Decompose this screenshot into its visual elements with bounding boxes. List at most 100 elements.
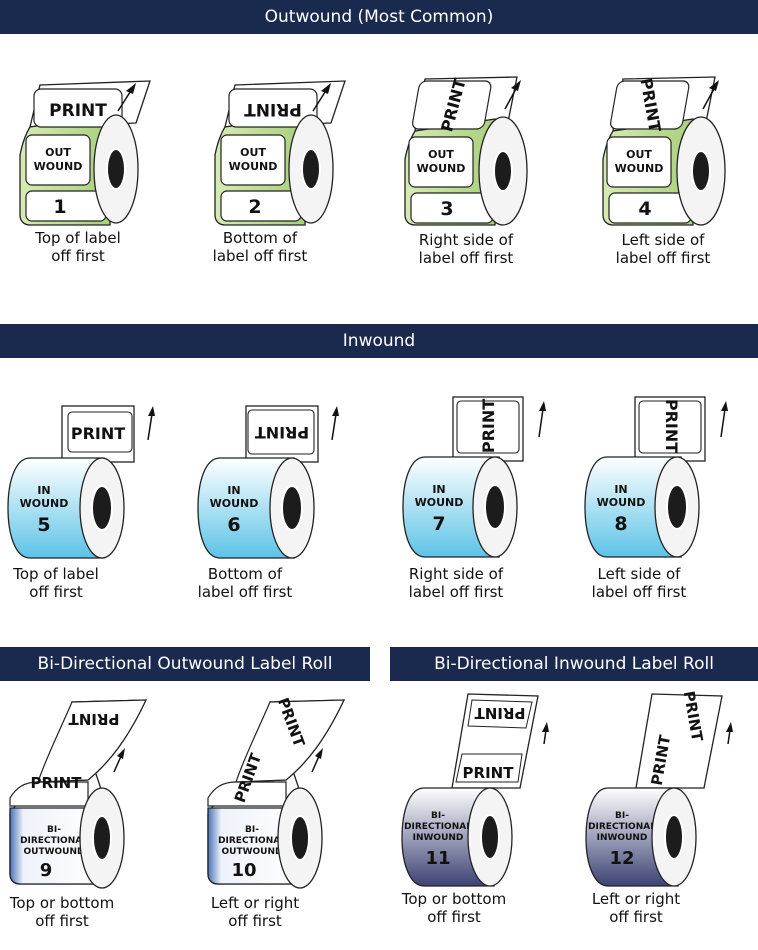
bidir-inwound-roll-12-illustration: PRINT PRINT BI- DIRECTIONAL INWOUND 12 <box>585 690 733 887</box>
roll-core <box>493 150 513 192</box>
roll-body <box>197 457 295 559</box>
wind-line1: IN <box>227 484 240 497</box>
caption-line2: label off first <box>418 249 514 267</box>
wind-line2: WOUND <box>20 497 69 510</box>
bidir-outwound-roll-10-caption: Left or right off first <box>165 894 345 930</box>
wind-line3: INWOUND <box>413 833 464 843</box>
caption-line1: Left or right <box>591 890 681 908</box>
arrow-head <box>709 80 719 91</box>
outwound-banner: Outwound (Most Common) <box>0 0 758 34</box>
inwound-roll-5-caption: Top of label off first <box>0 565 146 601</box>
print-text: PRINT <box>71 424 125 443</box>
print-label <box>207 781 287 807</box>
print-text: PRINT <box>463 764 515 782</box>
caption-line1: Top or bottom <box>9 894 115 912</box>
bidir-inwound-banner-title: Bi-Directional Inwound Label Roll <box>434 654 714 674</box>
outwound-roll-2: PRINT OUT WOUND 2 Bottom of label off fi… <box>195 75 375 275</box>
upper-label <box>235 699 345 783</box>
wind-line3: INWOUND <box>597 833 648 843</box>
outwound-roll-1-illustration: PRINT OUT WOUND 1 <box>19 80 151 226</box>
roll-number: 3 <box>440 198 453 220</box>
caption-line1: Left side of <box>621 231 705 249</box>
caption-line1: Left side of <box>597 565 681 583</box>
inwound-banner-title: Inwound <box>342 331 416 351</box>
print-label <box>33 88 123 128</box>
print-label <box>638 400 702 454</box>
caption-line2: off first <box>228 912 282 930</box>
bidir-inwound-roll-11: PRINT PRINT BI- DIRECTIONAL INWOUND 11 T… <box>398 692 578 926</box>
direction-arrow <box>312 88 328 112</box>
outwound-roll-3: PRINT OUT WOUND 3 Right side of label of… <box>385 75 565 275</box>
inwound-roll-6-illustration: PRINT IN WOUND 6 <box>197 405 339 559</box>
inwound-roll-5: PRINT IN WOUND 5 Top of label off first <box>0 400 180 601</box>
arrow-head <box>542 722 549 732</box>
caption-line2: off first <box>35 912 89 930</box>
wind-line1: OUT <box>45 146 71 159</box>
bidir-inwound-roll-11-caption: Top or bottom off first <box>364 890 544 926</box>
print-text: PRINT <box>479 399 498 453</box>
label-strip <box>635 693 723 789</box>
wind-line2: WOUND <box>229 160 278 173</box>
inwound-roll-8-illustration: PRINT IN WOUND 8 <box>584 396 728 558</box>
outwound-roll-3-caption: Right side of label off first <box>376 231 556 267</box>
inwound-roll-6-caption: Bottom of label off first <box>155 565 335 601</box>
roll-body <box>7 457 105 559</box>
wind-label <box>220 134 286 186</box>
wind-line2: WOUND <box>34 160 83 173</box>
bidir-outwound-roll-9: PRINT PRINT BI- DIRECTIONAL OUTWOUND 9 T… <box>2 698 182 930</box>
wind-line2: DIRECTIONAL <box>218 836 286 846</box>
caption-line2: off first <box>427 908 481 926</box>
wind-line1: OUT <box>240 146 266 159</box>
wind-line1: BI- <box>47 825 61 835</box>
print-text: PRINT <box>662 399 681 453</box>
print-text: PRINT <box>49 101 107 121</box>
bidir-outwound-roll-9-illustration: PRINT PRINT BI- DIRECTIONAL OUTWOUND 9 <box>9 699 148 889</box>
print-label <box>9 781 89 807</box>
print-text-inverted: PRINT <box>68 710 120 728</box>
bidir-inwound-roll-12-caption: Left or right off first <box>546 890 726 926</box>
roll-body <box>9 807 99 885</box>
outwound-roll-4: PRINT OUT WOUND 4 Left side of label off… <box>583 75 758 275</box>
caption-line1: Bottom of <box>207 565 283 583</box>
roll-core <box>290 815 310 861</box>
print-label <box>455 753 523 783</box>
print-text-inverted: PRINT <box>474 704 526 722</box>
outwound-banner-title: Outwound (Most Common) <box>264 7 494 27</box>
print-label <box>67 411 133 453</box>
bidir-outwound-banner-title: Bi-Directional Outwound Label Roll <box>37 654 333 674</box>
wind-line1: IN <box>432 483 445 496</box>
roll-core <box>281 485 303 531</box>
caption-line1: Top of label <box>35 229 121 247</box>
bidir-outwound-banner: Bi-Directional Outwound Label Roll <box>0 647 370 681</box>
wind-line3: OUTWOUND <box>24 847 85 857</box>
roll-core <box>666 484 688 530</box>
roll-body <box>402 456 500 558</box>
arrow-head <box>511 80 521 91</box>
wind-label <box>408 136 474 188</box>
arrow-head <box>726 722 733 732</box>
caption-line2: label off first <box>615 249 711 267</box>
wind-line1: IN <box>614 483 627 496</box>
roll-core <box>91 485 113 531</box>
direction-arrow <box>702 86 716 110</box>
roll-number: 10 <box>231 860 256 881</box>
wind-line2: DIRECTIONAL <box>404 822 472 832</box>
roll-number: 8 <box>614 513 627 535</box>
wind-line2: WOUND <box>415 496 464 509</box>
arrow-head <box>332 406 339 416</box>
caption-line2: off first <box>51 247 105 265</box>
arrow-head <box>315 748 323 759</box>
arrow-head <box>117 748 125 759</box>
outwound-roll-4-caption: Left side of label off first <box>573 231 753 267</box>
caption-line2: off first <box>609 908 663 926</box>
direction-arrow <box>720 408 726 438</box>
print-label <box>609 80 690 130</box>
roll-number: 6 <box>227 514 240 536</box>
print-label <box>247 409 315 455</box>
direction-arrow <box>504 86 518 110</box>
arrow-head <box>321 83 331 94</box>
roll-core <box>664 814 684 860</box>
direction-arrow <box>147 413 153 441</box>
wind-line1: OUT <box>428 148 454 161</box>
roll-number: 12 <box>609 848 634 869</box>
